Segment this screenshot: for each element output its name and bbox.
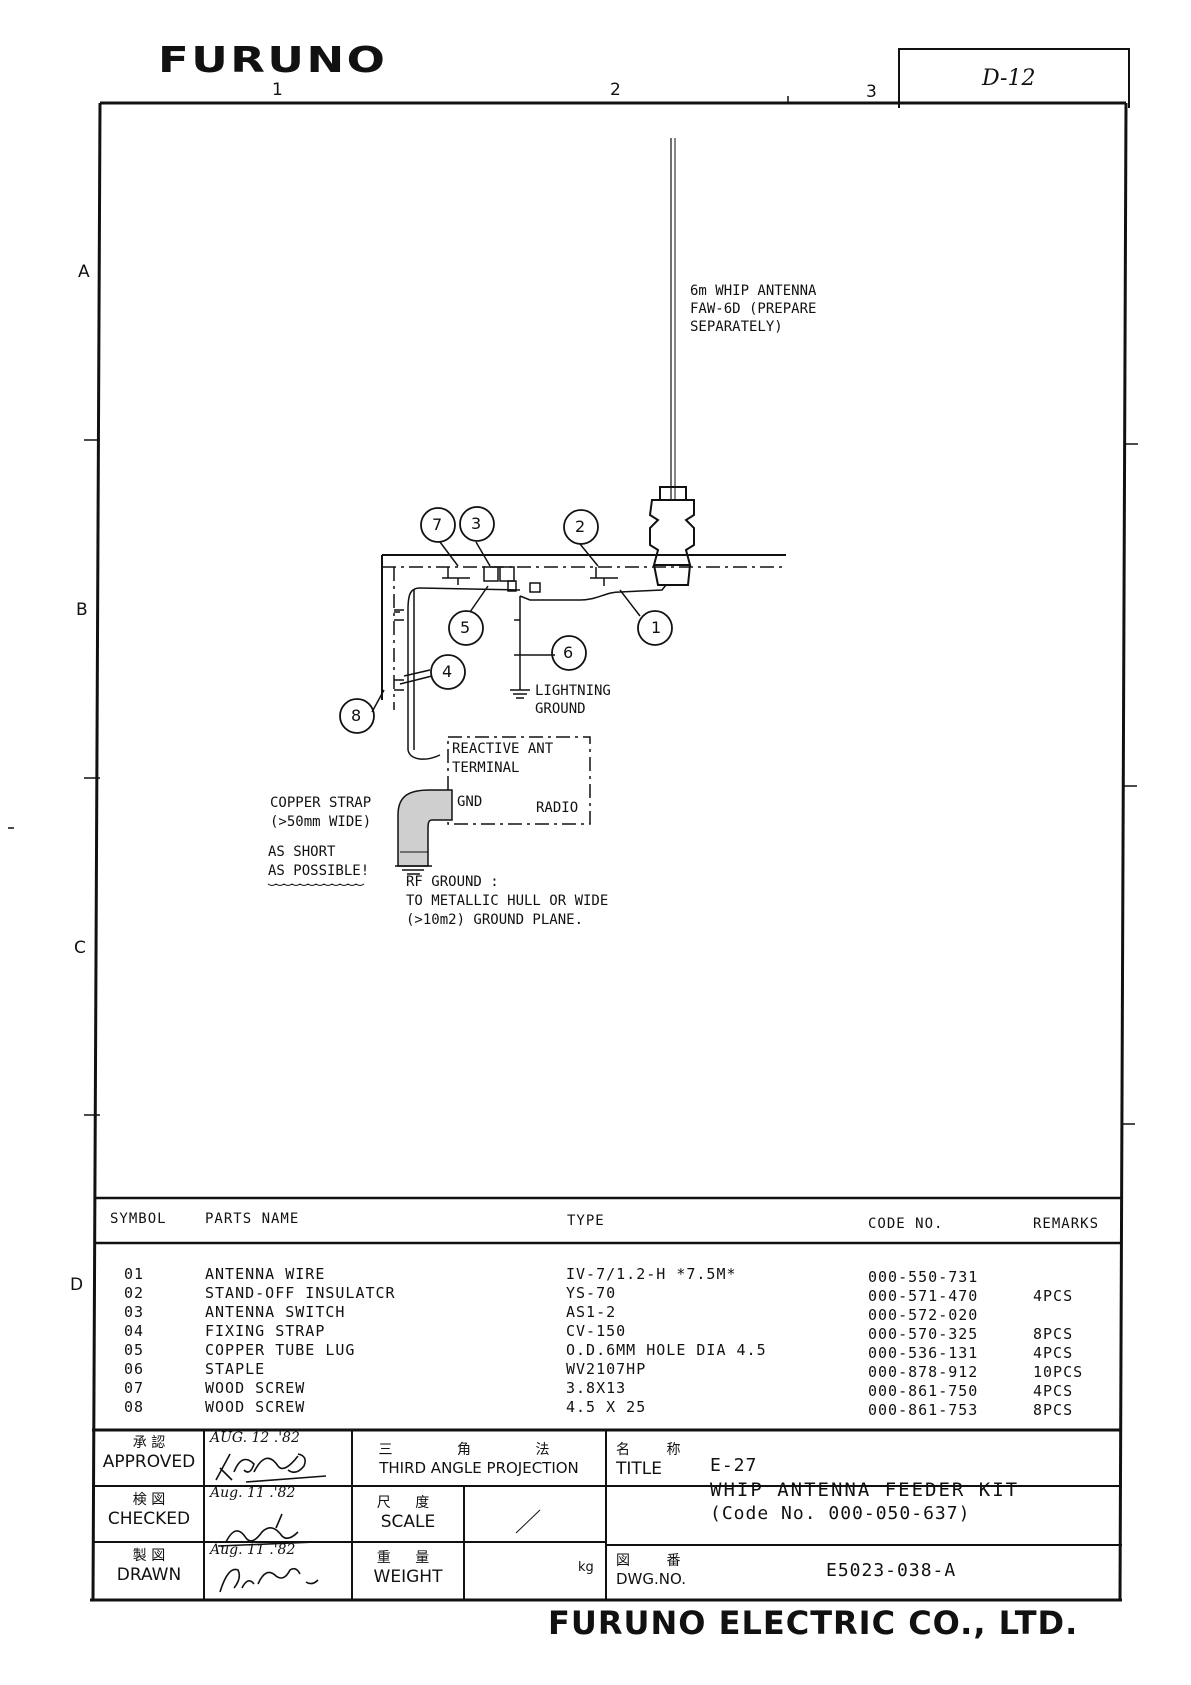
copper-strap-label: COPPER STRAP (>50mm WIDE) xyxy=(270,795,372,830)
parts-cell-symbol: 04 xyxy=(124,1322,145,1340)
parts-cell-code: 000-878-912 xyxy=(868,1363,979,1381)
parts-cell-code: 000-536-131 xyxy=(868,1344,979,1362)
drawing-number: E5023-038-A xyxy=(826,1560,957,1581)
scale-cell: 尺 度 SCALE xyxy=(376,1495,440,1532)
parts-cell-symbol: 07 xyxy=(124,1379,145,1397)
parts-cell-name: WOOD SCREW xyxy=(205,1379,306,1397)
parts-cell-name: FIXING STRAP xyxy=(205,1322,326,1340)
header-parts-name: PARTS NAME xyxy=(205,1211,300,1227)
projection-cell: 三 角 法 THIRD ANGLE PROJECTION xyxy=(378,1442,580,1477)
dwg-label-cell: 図 番 DWG.NO. xyxy=(616,1553,697,1588)
callout-5: 5 xyxy=(460,618,471,637)
row-marker-c: C xyxy=(74,938,86,958)
header-code-no: CODE NO. xyxy=(868,1216,944,1232)
parts-cell-code: 000-861-753 xyxy=(868,1401,979,1419)
callout-1: 1 xyxy=(651,618,662,637)
weight-unit: kg xyxy=(578,1560,594,1575)
gnd-label: GND xyxy=(457,794,483,810)
column-marker-1: 1 xyxy=(272,80,283,100)
reactive-ant-label: REACTIVE ANT xyxy=(452,741,554,757)
callout-6: 6 xyxy=(563,643,574,662)
parts-cell-code: 000-550-731 xyxy=(868,1268,979,1286)
parts-cell-name: STAND-OFF INSULATCR xyxy=(205,1284,396,1302)
parts-cell-remarks: 4PCS xyxy=(1033,1287,1074,1305)
title-code-no: (Code No. 000-050-637) xyxy=(710,1503,971,1524)
column-marker-3: 3 xyxy=(866,82,877,102)
title-label-cell: 名 称 TITLE xyxy=(616,1442,697,1479)
parts-cell-type: IV-7/1.2-H *7.5M* xyxy=(566,1265,737,1283)
terminal-label: TERMINAL xyxy=(452,760,520,776)
checked-cell: 検 図 CHECKED xyxy=(107,1492,191,1529)
drawing-title: WHIP ANTENNA FEEDER KIT xyxy=(710,1479,1020,1501)
approved-date: AUG. 12 .'82 xyxy=(210,1430,300,1446)
header-remarks: REMARKS xyxy=(1033,1216,1100,1232)
signatures xyxy=(215,1453,327,1593)
parts-cell-code: 000-572-020 xyxy=(868,1306,979,1324)
callout-4: 4 xyxy=(442,662,453,681)
antenna-label: 6m WHIP ANTENNA FAW-6D (PREPARE SEPARATE… xyxy=(690,283,817,335)
parts-cell-symbol: 06 xyxy=(124,1360,145,1378)
revision-mark: D-12 xyxy=(982,66,1036,91)
parts-cell-remarks: 10PCS xyxy=(1033,1363,1084,1381)
lightning-ground-label: LIGHTNING GROUND xyxy=(535,683,611,717)
parts-cell-name: WOOD SCREW xyxy=(205,1398,306,1416)
parts-cell-remarks: 4PCS xyxy=(1033,1344,1074,1362)
parts-cell-type: AS1-2 xyxy=(566,1303,617,1321)
callout-7: 7 xyxy=(432,515,443,534)
callout-3: 3 xyxy=(471,514,482,533)
row-marker-d: D xyxy=(70,1275,84,1295)
parts-cell-name: STAPLE xyxy=(205,1360,266,1378)
parts-cell-remarks: 8PCS xyxy=(1033,1325,1074,1343)
parts-cell-code: 000-861-750 xyxy=(868,1382,979,1400)
callout-2: 2 xyxy=(575,517,586,536)
parts-cell-code: 000-570-325 xyxy=(868,1325,979,1343)
parts-cell-type: 4.5 X 25 xyxy=(566,1398,647,1416)
parts-cell-name: ANTENNA WIRE xyxy=(205,1265,326,1283)
parts-cell-symbol: 08 xyxy=(124,1398,145,1416)
callout-8: 8 xyxy=(351,706,362,725)
parts-cell-type: YS-70 xyxy=(566,1284,617,1302)
title-code: E-27 xyxy=(710,1455,758,1476)
revision-box: D-12 xyxy=(898,48,1130,108)
parts-cell-remarks: 4PCS xyxy=(1033,1382,1074,1400)
parts-cell-type: 3.8X13 xyxy=(566,1379,627,1397)
checked-date: Aug. 11 .'82 xyxy=(210,1485,296,1501)
parts-cell-type: WV2107HP xyxy=(566,1360,647,1378)
drawn-cell: 製 図 DRAWN xyxy=(116,1548,182,1585)
approved-cell: 承 認 APPROVED xyxy=(102,1435,196,1472)
header-symbol: SYMBOL xyxy=(110,1211,167,1227)
short-note: AS SHORT AS POSSIBLE! xyxy=(268,844,370,879)
parts-cell-name: COPPER TUBE LUG xyxy=(205,1341,356,1359)
rf-ground-note: RF GROUND : TO METALLIC HULL OR WIDE (>1… xyxy=(406,874,609,928)
header-type: TYPE xyxy=(567,1213,605,1229)
row-marker-b: B xyxy=(76,600,88,620)
company-name: FURUNO ELECTRIC CO., LTD. xyxy=(548,1604,1079,1642)
parts-cell-symbol: 03 xyxy=(124,1303,145,1321)
parts-cell-type: CV-150 xyxy=(566,1322,627,1340)
parts-cell-symbol: 02 xyxy=(124,1284,145,1302)
parts-cell-code: 000-571-470 xyxy=(868,1287,979,1305)
furuno-logo: FURUNO xyxy=(158,40,388,81)
radio-label: RADIO xyxy=(536,800,579,816)
parts-cell-type: O.D.6MM HOLE DIA 4.5 xyxy=(566,1341,767,1359)
parts-cell-symbol: 05 xyxy=(124,1341,145,1359)
parts-cell-remarks: 8PCS xyxy=(1033,1401,1074,1419)
weight-cell: 重 量 WEIGHT xyxy=(373,1550,443,1587)
column-marker-2: 2 xyxy=(610,80,621,100)
row-marker-a: A xyxy=(78,262,90,282)
parts-cell-name: ANTENNA SWITCH xyxy=(205,1303,346,1321)
parts-cell-symbol: 01 xyxy=(124,1265,145,1283)
